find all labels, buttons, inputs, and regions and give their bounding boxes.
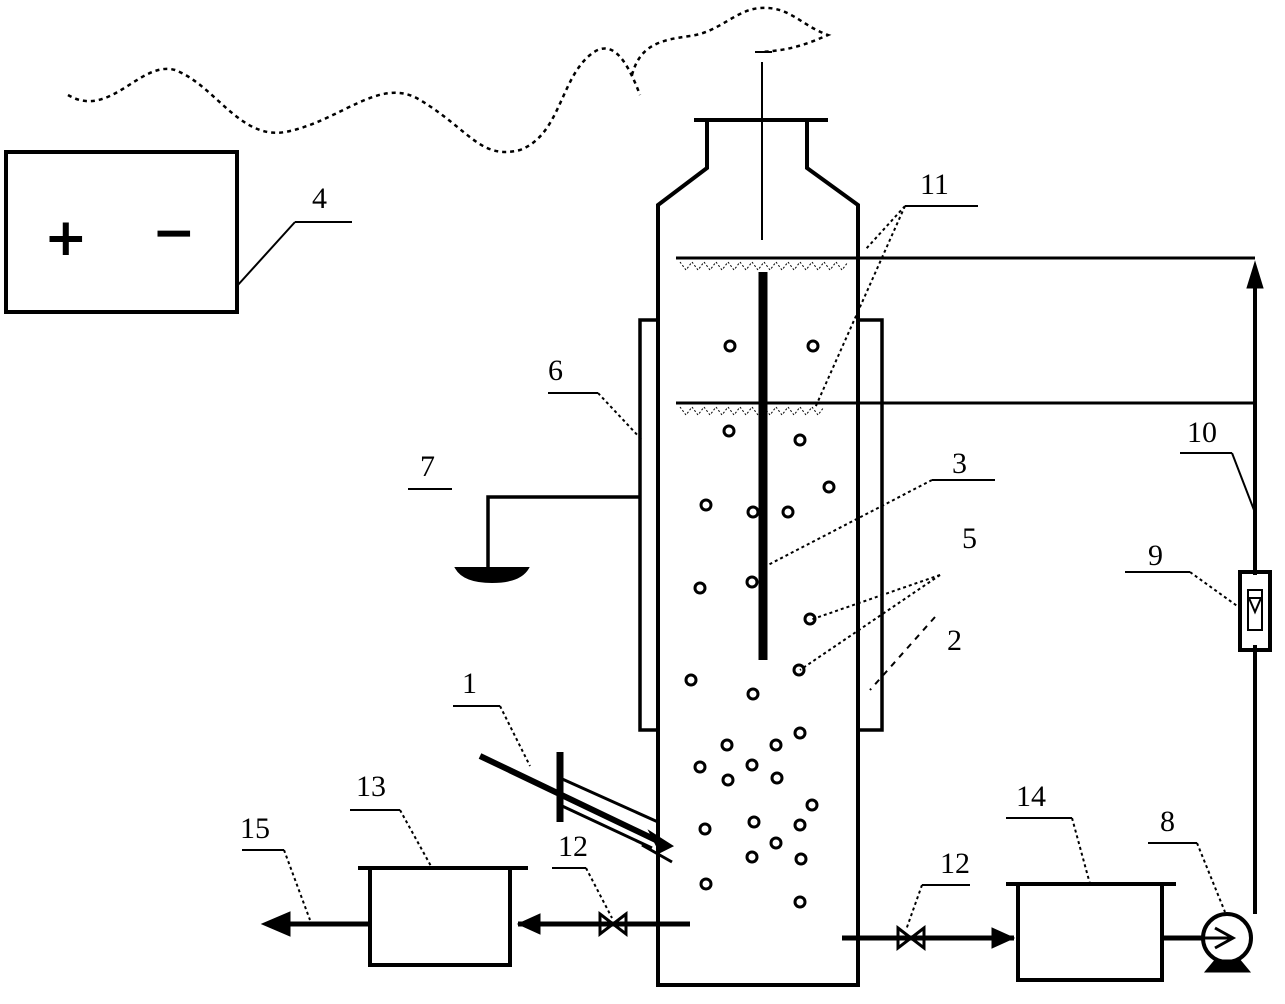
label-5: 5	[962, 522, 977, 555]
label-11: 11	[920, 168, 949, 201]
outer-electrode	[638, 318, 884, 732]
gas-plume-top	[630, 6, 832, 76]
label-13: 13	[356, 770, 386, 803]
tank-13	[358, 866, 528, 967]
label-14: 14	[1016, 780, 1046, 813]
pump	[1162, 912, 1253, 973]
label-9: 9	[1148, 539, 1163, 572]
label-4: 4	[312, 182, 327, 215]
left-outlet-line	[260, 910, 690, 938]
label-12-left: 12	[558, 830, 588, 863]
right-outlet-line	[842, 924, 1016, 952]
label-2: 2	[947, 624, 962, 657]
recycle-line	[1246, 260, 1264, 914]
leader-lines	[242, 205, 1255, 931]
flowmeter	[1238, 570, 1272, 652]
label-1: 1	[462, 667, 477, 700]
gas-inlet	[478, 752, 675, 864]
bubbles	[684, 339, 836, 909]
power-supply: + −	[4, 150, 239, 314]
label-7: 7	[420, 450, 435, 483]
tank-14	[1006, 882, 1176, 982]
label-6: 6	[548, 354, 563, 387]
label-8: 8	[1160, 805, 1175, 838]
ground-connection	[454, 495, 640, 584]
plus-sign: +	[44, 208, 88, 268]
label-15: 15	[240, 812, 270, 845]
label-3: 3	[952, 447, 967, 480]
label-10: 10	[1187, 416, 1217, 449]
gas-plume-line	[67, 47, 642, 154]
minus-sign: −	[152, 203, 196, 263]
liquid-levels	[676, 256, 1255, 416]
label-12-right: 12	[940, 847, 970, 880]
